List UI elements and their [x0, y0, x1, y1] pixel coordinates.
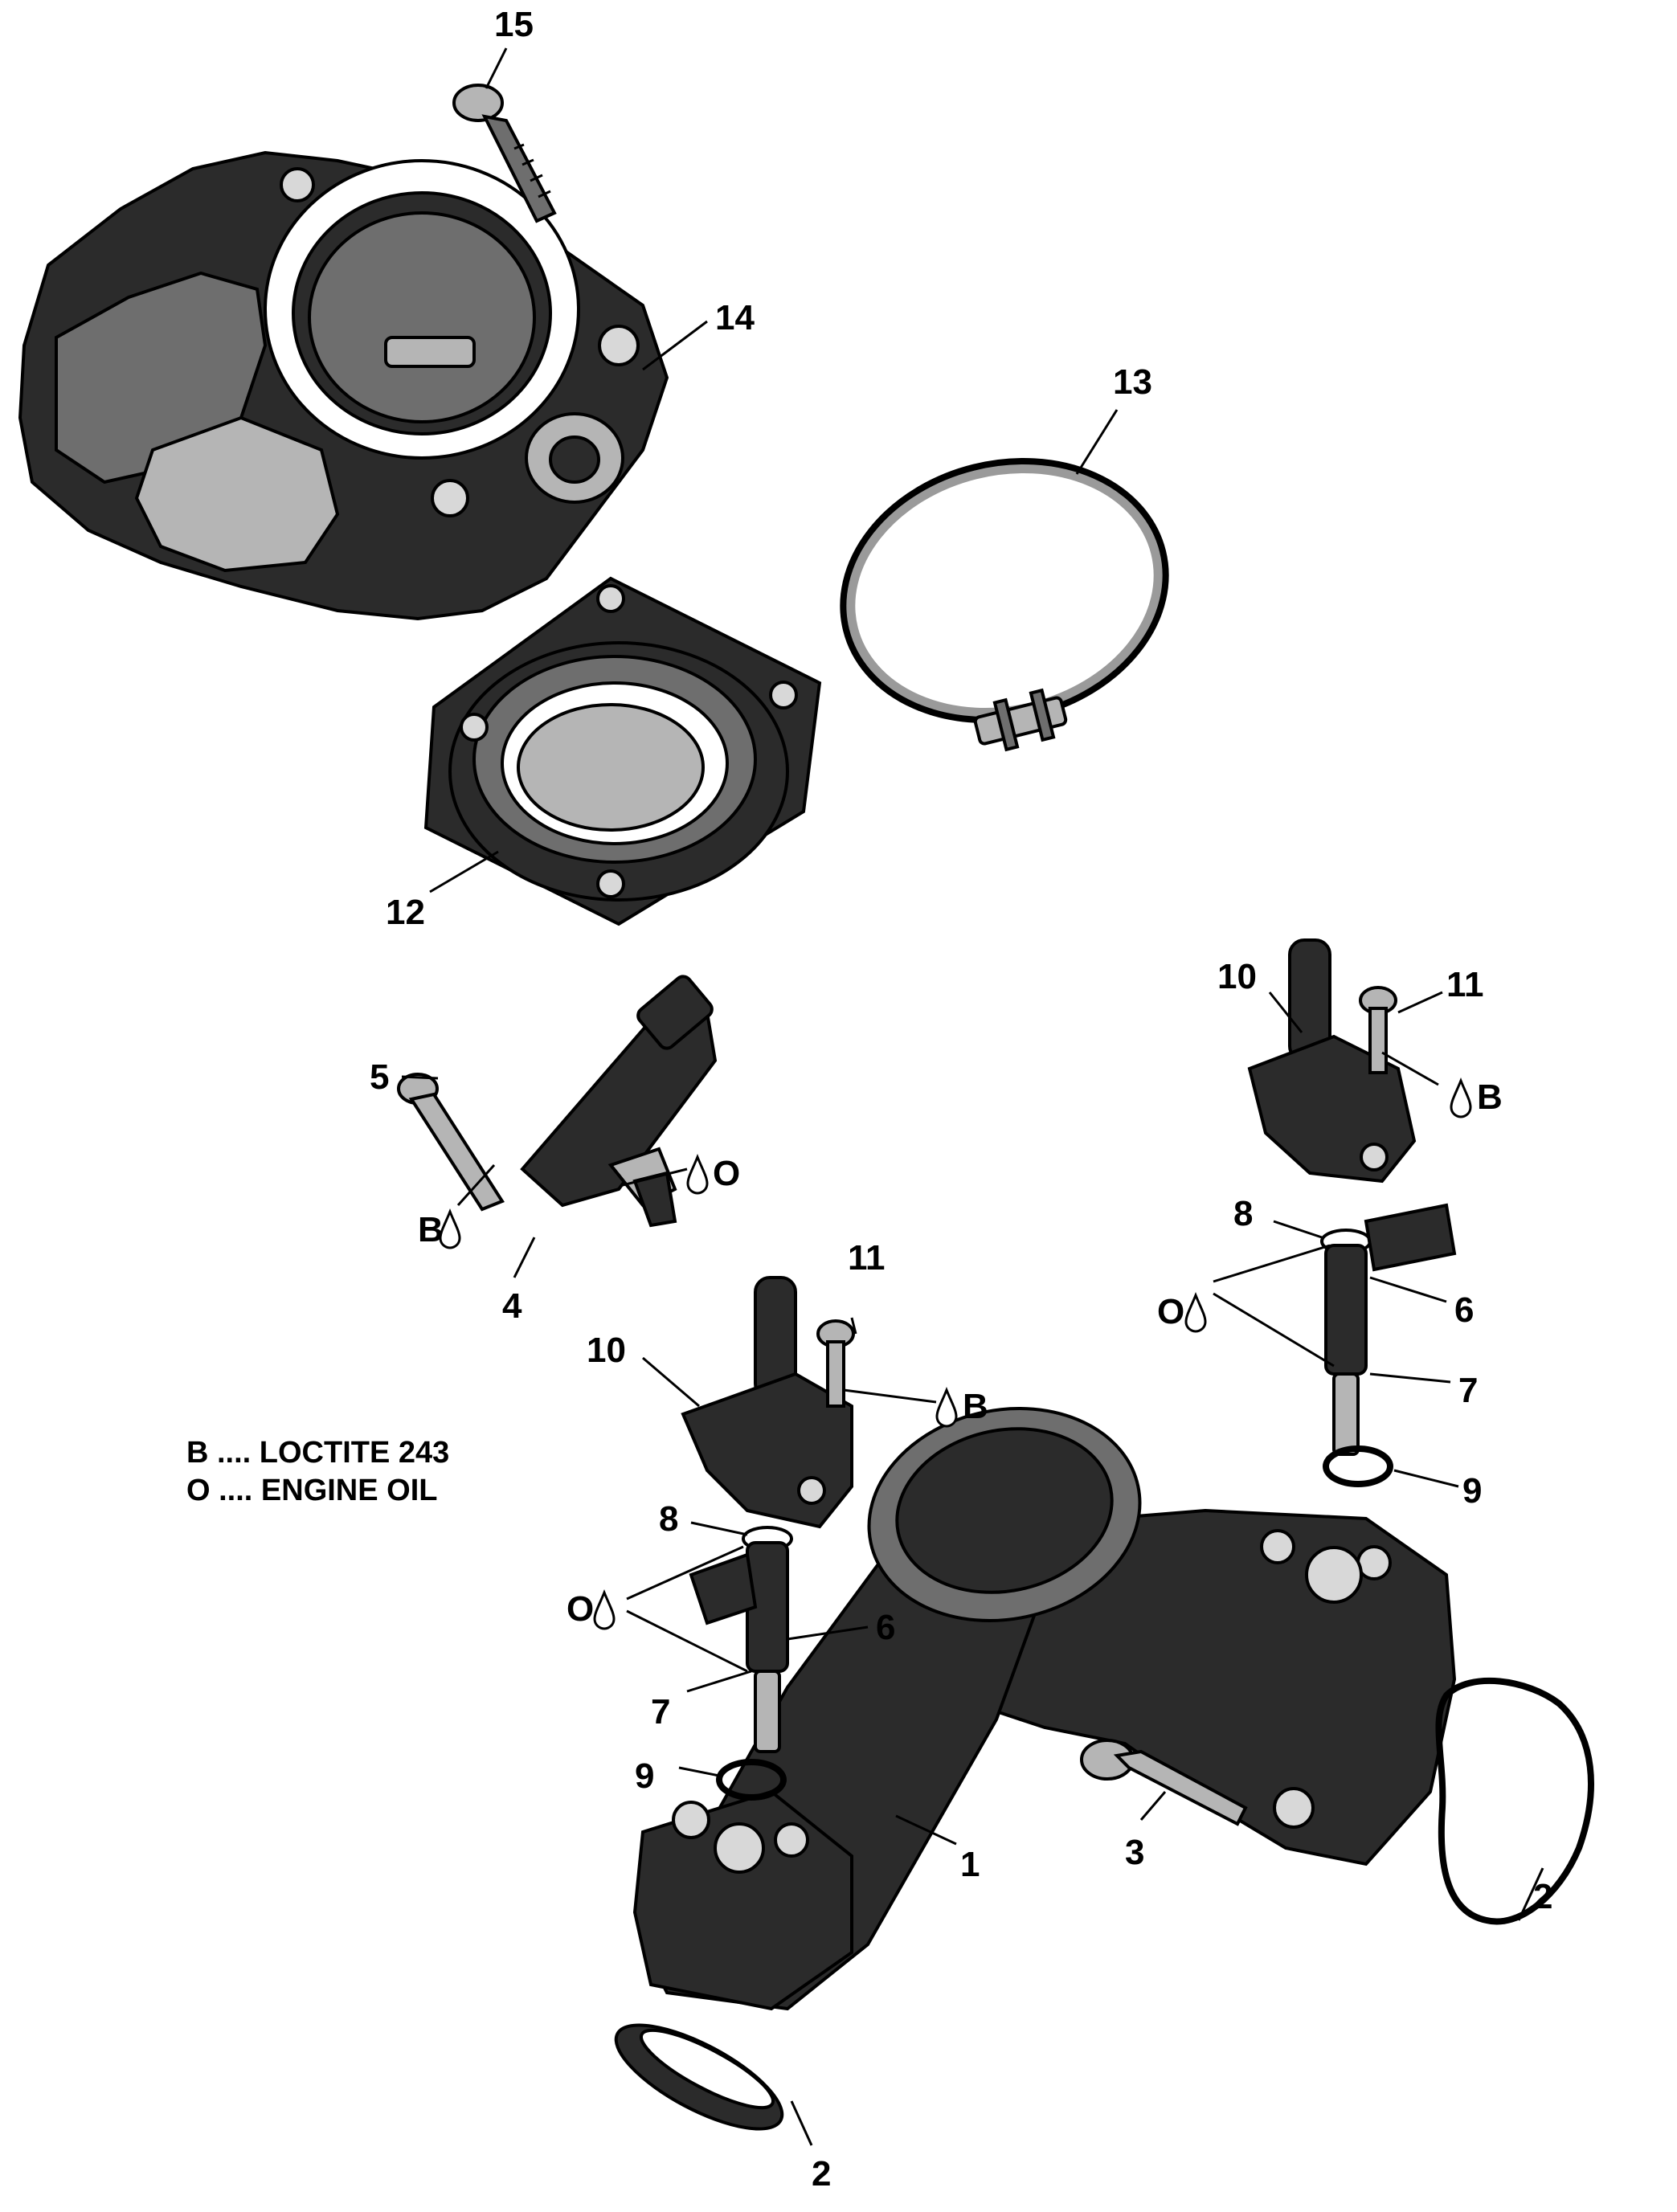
drop-icon [593, 1588, 616, 1630]
callout-11-right: 11 [1446, 965, 1484, 1004]
injector-part-6-left [689, 1526, 793, 1753]
application-o-left: O [566, 1589, 594, 1629]
callout-7-right: 7 [1458, 1371, 1478, 1410]
legend: B .... LOCTITE 243 O .... ENGINE OIL [186, 1436, 449, 1507]
drop-icon [1184, 1291, 1207, 1333]
callout-6-right: 6 [1454, 1290, 1474, 1330]
screw-part-11-left [816, 1319, 855, 1408]
drop-icon [439, 1208, 461, 1249]
application-letters: B B O O B O [418, 1077, 1503, 1629]
sensor-part-4 [520, 975, 718, 1228]
callout-2-lower: 2 [812, 2154, 831, 2194]
callout-9-right: 9 [1462, 1471, 1482, 1511]
application-o-right: O [1157, 1292, 1184, 1331]
oring-part-9-left [716, 1759, 787, 1801]
callout-10-right: 10 [1217, 957, 1257, 996]
gasket-part-2-lower [614, 2023, 784, 2131]
drop-icon [935, 1386, 958, 1428]
callout-11-left: 11 [848, 1238, 886, 1278]
drop-icon [686, 1153, 709, 1195]
callout-5: 5 [370, 1057, 389, 1097]
gasket-part-2-right [1435, 1677, 1594, 1925]
throttle-body-part-14 [18, 150, 669, 621]
callout-10-left: 10 [587, 1331, 626, 1370]
legend-engine-oil: O .... ENGINE OIL [186, 1474, 437, 1507]
hose-clamp-part-13 [840, 458, 1169, 752]
callout-7-left: 7 [651, 1692, 670, 1732]
screw-part-11-right [1359, 986, 1397, 1074]
application-b-left: B [418, 1210, 444, 1249]
oring-part-9-right [1323, 1445, 1393, 1487]
callout-9-left: 9 [635, 1756, 654, 1796]
callout-1: 1 [960, 1845, 980, 1884]
screw-part-5 [397, 1073, 505, 1212]
intake-manifold-part-1 [632, 1407, 1457, 2011]
application-o-sensor: O [713, 1154, 740, 1193]
callout-numbers: 15 14 13 12 10 11 5 8 6 7 9 4 11 10 8 6 … [370, 5, 1552, 2194]
callout-12: 12 [386, 893, 425, 932]
callout-13: 13 [1113, 362, 1152, 402]
screw-part-15 [452, 84, 557, 223]
legend-loctite: B .... LOCTITE 243 [186, 1436, 449, 1470]
callout-4: 4 [502, 1286, 522, 1326]
application-b-middle: B [963, 1387, 988, 1426]
leader-lines [401, 47, 1544, 2146]
callout-6-left: 6 [876, 1608, 895, 1647]
callout-2-right: 2 [1533, 1877, 1552, 1916]
drop-symbols [439, 1077, 1472, 1630]
application-b-right: B [1477, 1077, 1503, 1117]
callout-8-left: 8 [659, 1499, 678, 1539]
bolt-part-3 [1080, 1739, 1248, 1826]
callout-3: 3 [1125, 1833, 1144, 1872]
fuel-rail-part-10-right [1247, 938, 1417, 1184]
drop-icon [1450, 1077, 1472, 1118]
fuel-rail-part-10-left [681, 1276, 853, 1529]
injector-part-6-right [1320, 1203, 1457, 1456]
callout-15: 15 [494, 5, 534, 44]
adapter-part-12 [423, 576, 822, 926]
callout-14: 14 [715, 298, 755, 337]
callout-8-right: 8 [1233, 1194, 1253, 1233]
